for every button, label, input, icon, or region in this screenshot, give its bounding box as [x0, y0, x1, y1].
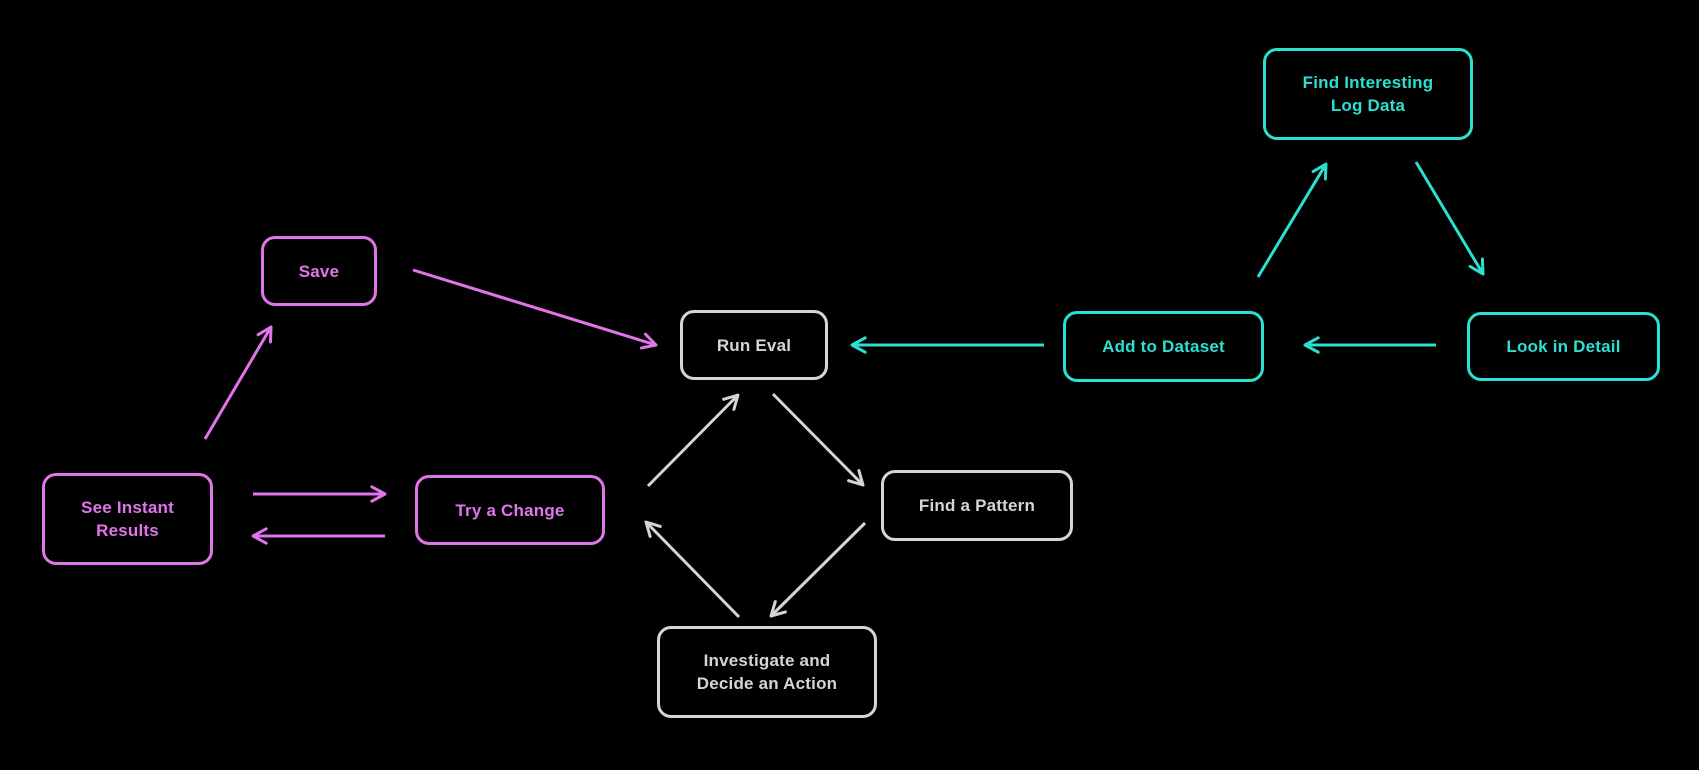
node-investigate-and-decide: Investigate and Decide an Action	[657, 626, 877, 718]
arrow-find-interesting-log-data-to-look-in-detail	[1414, 161, 1485, 276]
node-run-eval: Run Eval	[680, 310, 828, 380]
node-look-in-detail: Look in Detail	[1467, 312, 1660, 381]
arrowhead-see-instant-results-to-save	[256, 325, 273, 344]
node-try-a-change: Try a Change	[415, 475, 605, 545]
arrow-see-instant-results-to-save	[203, 325, 273, 440]
node-add-to-dataset: Add to Dataset	[1063, 311, 1264, 382]
node-run-eval-label: Run Eval	[716, 335, 792, 355]
arrow-look-in-detail-to-add-to-dataset	[1303, 336, 1436, 354]
arrowhead-see-instant-results-to-try-a-change	[370, 485, 387, 503]
arrowhead-find-a-pattern-to-investigate	[769, 600, 787, 618]
arrowhead-try-a-change-to-run-eval	[722, 393, 740, 411]
arrow-add-to-dataset-to-find-interesting-log-data	[1256, 162, 1328, 278]
node-find-a-pattern-label: Find a Pattern	[918, 496, 1036, 515]
node-investigate-and-decide-label: Investigate and Decide an Action	[696, 651, 838, 693]
node-try-a-change-label: Try a Change	[455, 500, 565, 520]
arrowhead-try-a-change-to-see-instant-results	[251, 527, 268, 545]
arrow-add-to-dataset-to-run-eval	[850, 336, 1044, 354]
node-save-label: Save	[298, 261, 340, 281]
node-find-a-pattern: Find a Pattern	[881, 470, 1073, 541]
arrow-run-eval-to-find-a-pattern	[771, 392, 865, 487]
arrow-investigate-to-try-a-change	[644, 520, 741, 619]
node-add-to-dataset-label: Add to Dataset	[1102, 337, 1225, 356]
arrow-try-a-change-to-see-instant-results	[251, 527, 385, 545]
node-find-interesting-log-data: Find Interesting Log Data	[1263, 48, 1473, 140]
arrow-try-a-change-to-run-eval	[646, 393, 740, 488]
node-see-instant-results: See Instant Results	[42, 473, 213, 565]
arrow-see-instant-results-to-try-a-change	[253, 485, 387, 503]
node-look-in-detail-label: Look in Detail	[1506, 337, 1621, 356]
arrowhead-add-to-dataset-to-find-interesting-log-data	[1311, 162, 1328, 181]
arrowhead-save-to-run-eval	[639, 332, 658, 350]
node-find-interesting-log-data-label: Find Interesting Log Data	[1302, 73, 1434, 115]
arrowhead-investigate-to-try-a-change	[644, 520, 662, 538]
node-see-instant-results-label: See Instant Results	[81, 498, 174, 540]
arrowhead-run-eval-to-find-a-pattern	[847, 469, 865, 487]
arrowhead-look-in-detail-to-add-to-dataset	[1303, 336, 1320, 354]
arrowhead-find-interesting-log-data-to-look-in-detail	[1468, 257, 1485, 276]
arrowhead-add-to-dataset-to-run-eval	[850, 336, 867, 354]
node-save: Save	[261, 236, 377, 306]
arrow-find-a-pattern-to-investigate	[769, 521, 867, 618]
arrow-save-to-run-eval	[412, 268, 658, 350]
